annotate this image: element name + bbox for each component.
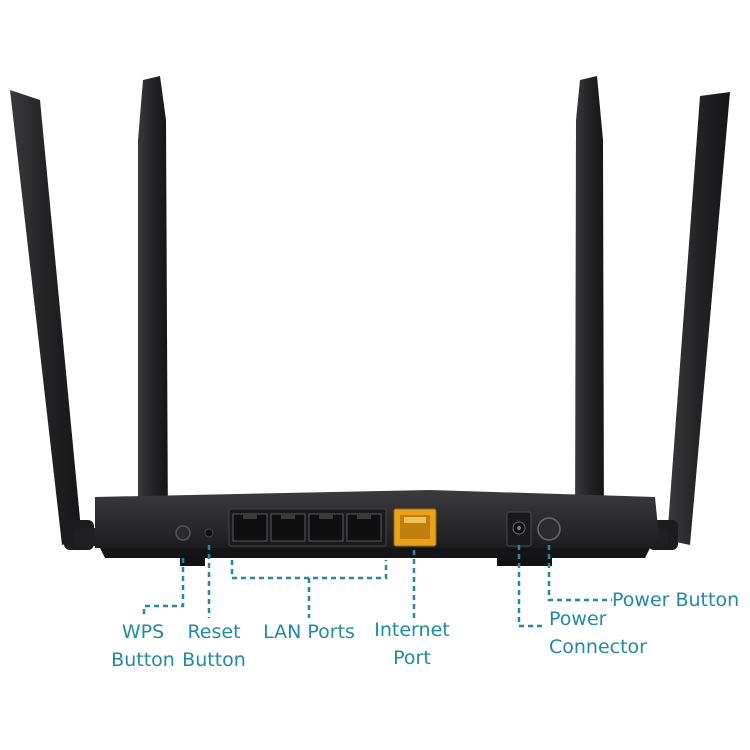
- power-connector: [506, 511, 532, 547]
- lan-port: [346, 513, 382, 542]
- antenna-center-left: [136, 76, 170, 545]
- callout-lines: [142, 545, 612, 628]
- wps-button: [175, 525, 191, 541]
- antenna-far-left: [10, 90, 114, 550]
- power-button-label: Power Button: [612, 589, 740, 611]
- lan-port: [232, 513, 268, 542]
- lan-port: [308, 513, 344, 542]
- callout-power-connector: [517, 545, 545, 628]
- callout-lan: [230, 560, 388, 618]
- callout-power-button: [547, 545, 612, 602]
- power-button: [537, 517, 561, 541]
- internet-port: [393, 508, 437, 547]
- reset-button: [204, 528, 214, 538]
- antenna-center-right: [573, 76, 607, 545]
- lan-ports: [228, 508, 387, 547]
- antenna-far-right: [628, 92, 730, 550]
- callout-wps: [142, 558, 185, 618]
- lan-ports-label: LAN Ports: [263, 621, 355, 643]
- lan-port: [270, 513, 306, 542]
